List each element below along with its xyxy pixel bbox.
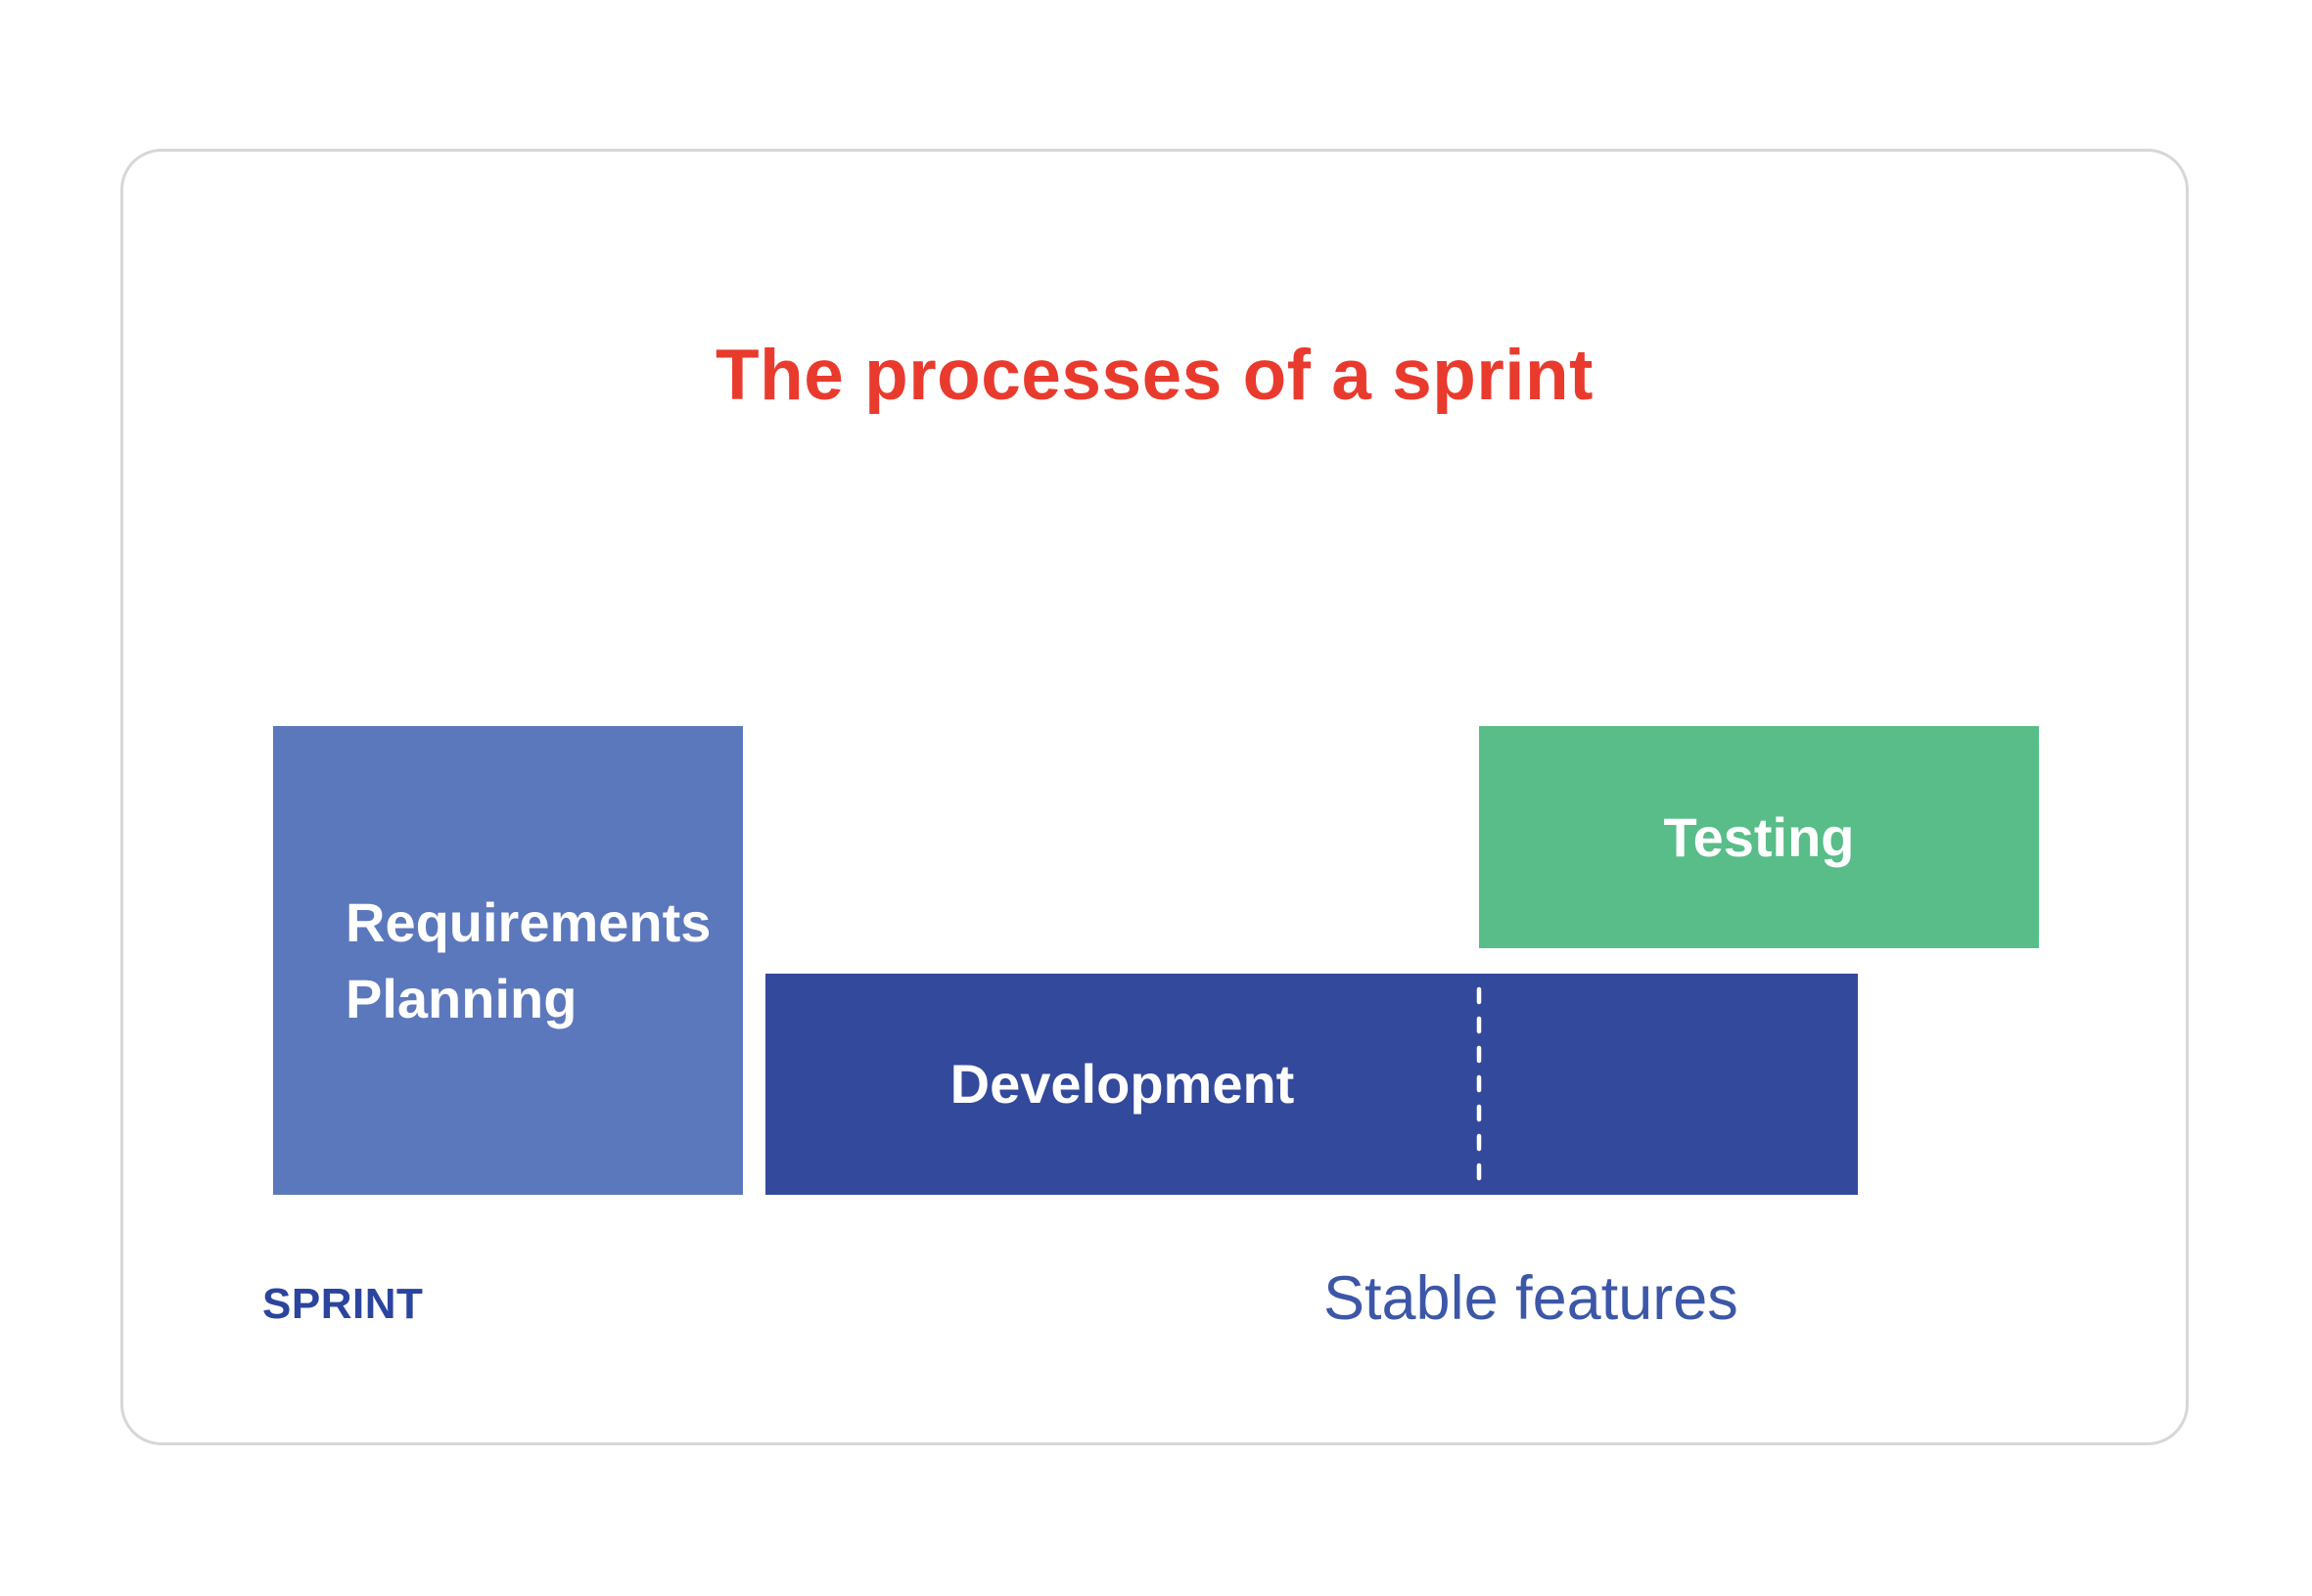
diagram-title: The processes of a sprint: [716, 336, 1594, 415]
development-label: Development: [949, 1053, 1295, 1115]
development-block: Development: [765, 974, 1858, 1195]
stable-features-label: Stable features: [1323, 1264, 1738, 1333]
sprint-axis-label: SPRINT: [262, 1280, 424, 1328]
requirements-planning-label-line2: Planning: [346, 967, 578, 1029]
testing-block: Testing: [1479, 726, 2039, 948]
development-label-zone: Development: [765, 974, 1479, 1195]
stable-split-dashed-line: [1476, 986, 1482, 1184]
testing-label: Testing: [1663, 805, 1855, 868]
requirements-planning-label-line1: Requirements: [346, 890, 712, 953]
requirements-planning-block: Requirements Planning: [273, 726, 743, 1195]
